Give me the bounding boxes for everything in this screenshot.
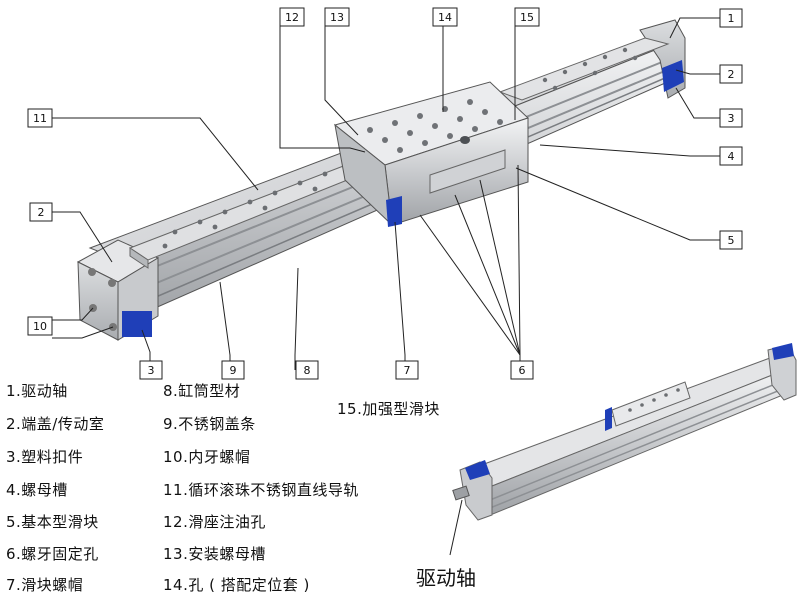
legend-item-12: 12.滑座注油孔 <box>163 513 266 531</box>
main-actuator <box>76 19 686 341</box>
right-plate-holes <box>542 47 638 91</box>
callout-8: 8 <box>295 360 319 380</box>
slide-block-step <box>429 149 506 194</box>
svg-text:2: 2 <box>728 68 735 81</box>
svg-text:3: 3 <box>728 112 735 125</box>
right-plastic-fastener <box>662 60 684 92</box>
callout-3-right: 3 <box>719 108 743 128</box>
legend-item-15: 15.加强型滑块 <box>337 400 440 418</box>
legend-item-9: 9.不锈钢盖条 <box>163 415 256 433</box>
callout-15: 15 <box>514 7 540 27</box>
callout-1: 1 <box>719 8 743 28</box>
slide-nut-fastener <box>386 196 402 227</box>
legend-item-5: 5.基本型滑块 <box>6 513 99 531</box>
legend-item-13: 13.安装螺母槽 <box>163 545 266 563</box>
secondary-drive-shaft <box>452 485 470 501</box>
callout-2-right: 2 <box>719 64 743 84</box>
legend-item-11: 11.循环滚珠不锈钢直线导轨 <box>163 481 359 499</box>
callout-6: 6 <box>510 360 534 380</box>
callout-13: 13 <box>324 7 350 27</box>
callout-14: 14 <box>432 7 458 27</box>
callout-2-left: 2 <box>29 202 53 222</box>
callout-boxes: 1 2 3 4 5 6 7 8 9 3 10 2 11 12 13 14 15 <box>27 7 743 380</box>
secondary-left-fastener <box>465 460 490 480</box>
callout-4: 4 <box>719 146 743 166</box>
svg-text:11: 11 <box>33 112 47 125</box>
callout-9: 9 <box>221 360 245 380</box>
svg-text:1: 1 <box>728 12 735 25</box>
legend-item-4: 4.螺母槽 <box>6 481 68 499</box>
legend-item-10: 10.内牙螺帽 <box>163 448 251 466</box>
legend-item-7: 7.滑块螺帽 <box>6 576 84 594</box>
svg-text:10: 10 <box>33 320 47 333</box>
legend-item-8: 8.缸筒型材 <box>163 382 241 400</box>
legend-item-1: 1.驱动轴 <box>6 382 68 400</box>
svg-text:12: 12 <box>285 11 299 24</box>
left-plate-holes <box>162 171 328 249</box>
svg-text:13: 13 <box>330 11 344 24</box>
drive-shaft-label: 驱动轴 <box>416 566 476 590</box>
callout-12: 12 <box>279 7 305 27</box>
legend-item-6: 6.螺牙固定孔 <box>6 545 99 563</box>
svg-text:5: 5 <box>728 234 735 247</box>
callout-11: 11 <box>27 108 53 128</box>
callout-3-left: 3 <box>139 360 163 380</box>
svg-text:15: 15 <box>520 11 534 24</box>
secondary-slide <box>611 381 691 427</box>
legend-item-14: 14.孔 ( 搭配定位套 ) <box>163 576 310 594</box>
legend-item-2: 2.端盖/传动室 <box>6 415 105 433</box>
svg-text:2: 2 <box>38 206 45 219</box>
secondary-actuator <box>452 343 797 521</box>
legend-item-3: 3.塑料扣件 <box>6 448 84 466</box>
secondary-right-fastener <box>772 343 794 360</box>
slide-block-holes <box>367 99 503 153</box>
left-plastic-fastener <box>122 311 152 337</box>
svg-text:4: 4 <box>728 150 735 163</box>
callout-5: 5 <box>719 230 743 250</box>
callout-7: 7 <box>395 360 419 380</box>
svg-text:6: 6 <box>519 364 526 377</box>
svg-text:9: 9 <box>230 364 237 377</box>
svg-text:8: 8 <box>304 364 311 377</box>
svg-text:14: 14 <box>438 11 452 24</box>
callout-10: 10 <box>27 316 53 336</box>
svg-text:7: 7 <box>404 364 411 377</box>
svg-text:3: 3 <box>148 364 155 377</box>
